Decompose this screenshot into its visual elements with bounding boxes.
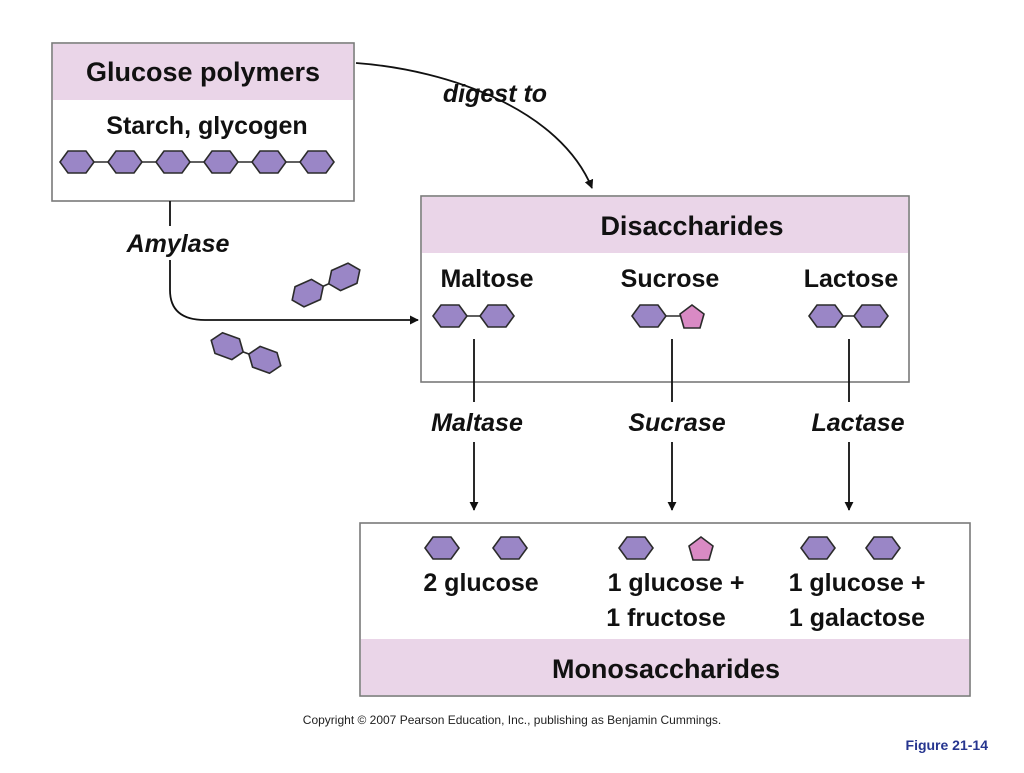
glucose-hexagon-icon (618, 536, 654, 560)
monosaccharides-box: Monosaccharides 2 glucose 1 glucose + 1 … (359, 522, 971, 697)
maltose-products-label: 2 glucose (423, 569, 538, 597)
free-maltose-molecule-icon (206, 329, 286, 377)
glucose-hexagon-icon (299, 150, 335, 174)
lactose-molecule-icon (808, 304, 889, 328)
sucrase-label: Sucrase (628, 409, 725, 437)
lactose-label: Lactose (804, 265, 899, 293)
digest-to-arrow (355, 62, 594, 189)
sucrose-products-line2: 1 fructose (606, 604, 726, 632)
glucose-hexagon-icon (251, 150, 287, 174)
glucose-hexagon-icon (492, 536, 528, 560)
galactose-hexagon-icon (865, 536, 901, 560)
glucose-polymers-title: Glucose polymers (86, 57, 320, 87)
polymer-chain-icon (59, 150, 335, 174)
monosaccharides-title: Monosaccharides (552, 654, 780, 684)
free-maltose-molecule-icon (286, 259, 366, 311)
maltase-label: Maltase (431, 409, 523, 437)
glucose-hexagon-icon (424, 536, 460, 560)
amylase-label: Amylase (126, 230, 230, 258)
glucose-polymers-header-band (53, 44, 353, 100)
lactose-products-line1: 1 glucose + (789, 569, 926, 597)
monosaccharides-footer-band (361, 639, 969, 695)
glucose-hexagon-icon (107, 150, 143, 174)
copyright-notice: Copyright © 2007 Pearson Education, Inc.… (303, 713, 721, 727)
glucose-polymers-box: Glucose polymers Starch, glycogen (51, 42, 355, 202)
glucose-hexagon-icon (155, 150, 191, 174)
maltose-label: Maltose (440, 265, 533, 293)
sucrose-molecule-icon (631, 304, 705, 329)
digest-to-label: digest to (443, 80, 547, 108)
sucrose-label: Sucrose (621, 265, 720, 293)
figure-label: Figure 21-14 (906, 737, 989, 753)
amylase-arrow (169, 201, 419, 325)
starch-glycogen-label: Starch, glycogen (106, 112, 307, 140)
amylase-label-backdrop (112, 226, 238, 260)
glucose-hexagon-icon (59, 150, 95, 174)
glucose-hexagon-icon (800, 536, 836, 560)
sucrose-products-line1: 1 glucose + (608, 569, 745, 597)
lactase-label: Lactase (811, 409, 904, 437)
glucose-hexagon-icon (203, 150, 239, 174)
disaccharides-header-band (422, 197, 908, 253)
disaccharides-box: Disaccharides Maltose Sucrose Lactose (420, 195, 910, 383)
disaccharides-title: Disaccharides (600, 211, 783, 241)
lactose-products-line2: 1 galactose (789, 604, 925, 632)
maltose-molecule-icon (432, 304, 515, 328)
